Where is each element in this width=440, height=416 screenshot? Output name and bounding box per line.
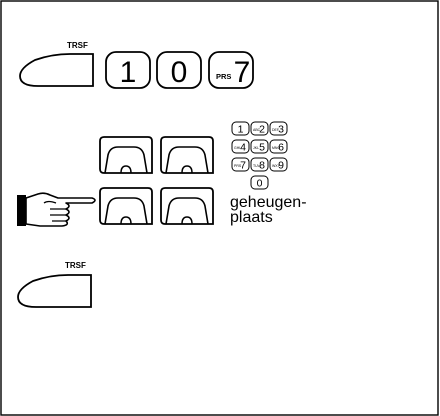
- digit-key-7[interactable]: PRS 7: [208, 51, 254, 89]
- svg-text:JKL: JKL: [253, 146, 259, 150]
- memory-location-label-line2: plaats: [230, 209, 273, 226]
- svg-text:3: 3: [278, 124, 284, 136]
- svg-text:2: 2: [259, 124, 265, 136]
- svg-text:5: 5: [259, 142, 265, 154]
- digit-key-0-label: 0: [171, 56, 188, 89]
- keypad-key-3: DEF 3: [269, 121, 288, 136]
- svg-text:WXY: WXY: [272, 164, 281, 168]
- keypad-key-6: MNO 6: [269, 139, 288, 154]
- keypad-key-8: TUV 8: [250, 157, 269, 172]
- keypad-key-1: 1: [231, 121, 250, 136]
- digit-key-1[interactable]: 1: [105, 51, 151, 89]
- memory-key-1[interactable]: [99, 136, 153, 174]
- memory-key-3[interactable]: [99, 187, 153, 225]
- svg-text:0: 0: [257, 178, 263, 190]
- digit-key-0[interactable]: 0: [156, 51, 202, 89]
- keypad-key-9: WXY 9: [269, 157, 288, 172]
- svg-text:8: 8: [259, 160, 265, 172]
- keypad-key-7: PRS 7: [231, 157, 250, 172]
- svg-text:MNO: MNO: [272, 146, 280, 150]
- trsf-label: TRSF: [67, 41, 88, 50]
- keypad-legend: 1 ABC 2 DEF 3 GHI 4 JKL 5 MNO 6 PRS 7 TU…: [231, 121, 288, 190]
- pointing-hand-icon: [17, 192, 96, 227]
- svg-text:9: 9: [278, 160, 284, 172]
- memory-location-label-line1: geheugen-: [230, 194, 307, 211]
- keypad-key-2: ABC 2: [250, 121, 269, 136]
- svg-text:ABC: ABC: [253, 128, 261, 132]
- svg-text:4: 4: [240, 142, 246, 154]
- svg-text:7: 7: [240, 160, 246, 172]
- trsf-key-2[interactable]: [17, 274, 92, 308]
- svg-text:GHI: GHI: [234, 146, 240, 150]
- svg-text:DEF: DEF: [272, 128, 279, 132]
- keypad-key-0: 0: [250, 175, 269, 190]
- memory-key-4[interactable]: [160, 187, 214, 225]
- digit-key-7-letters: PRS: [216, 72, 231, 81]
- svg-text:PRS: PRS: [234, 164, 242, 168]
- memory-key-2[interactable]: [160, 136, 214, 174]
- digit-key-1-label: 1: [120, 56, 137, 89]
- svg-text:1: 1: [238, 124, 244, 136]
- digit-key-7-label: 7: [234, 56, 251, 89]
- trsf-key[interactable]: [19, 53, 94, 87]
- keypad-key-4: GHI 4: [231, 139, 250, 154]
- trsf-label-2: TRSF: [65, 261, 86, 270]
- keypad-key-5: JKL 5: [250, 139, 269, 154]
- svg-text:6: 6: [278, 142, 284, 154]
- svg-text:TUV: TUV: [253, 164, 261, 168]
